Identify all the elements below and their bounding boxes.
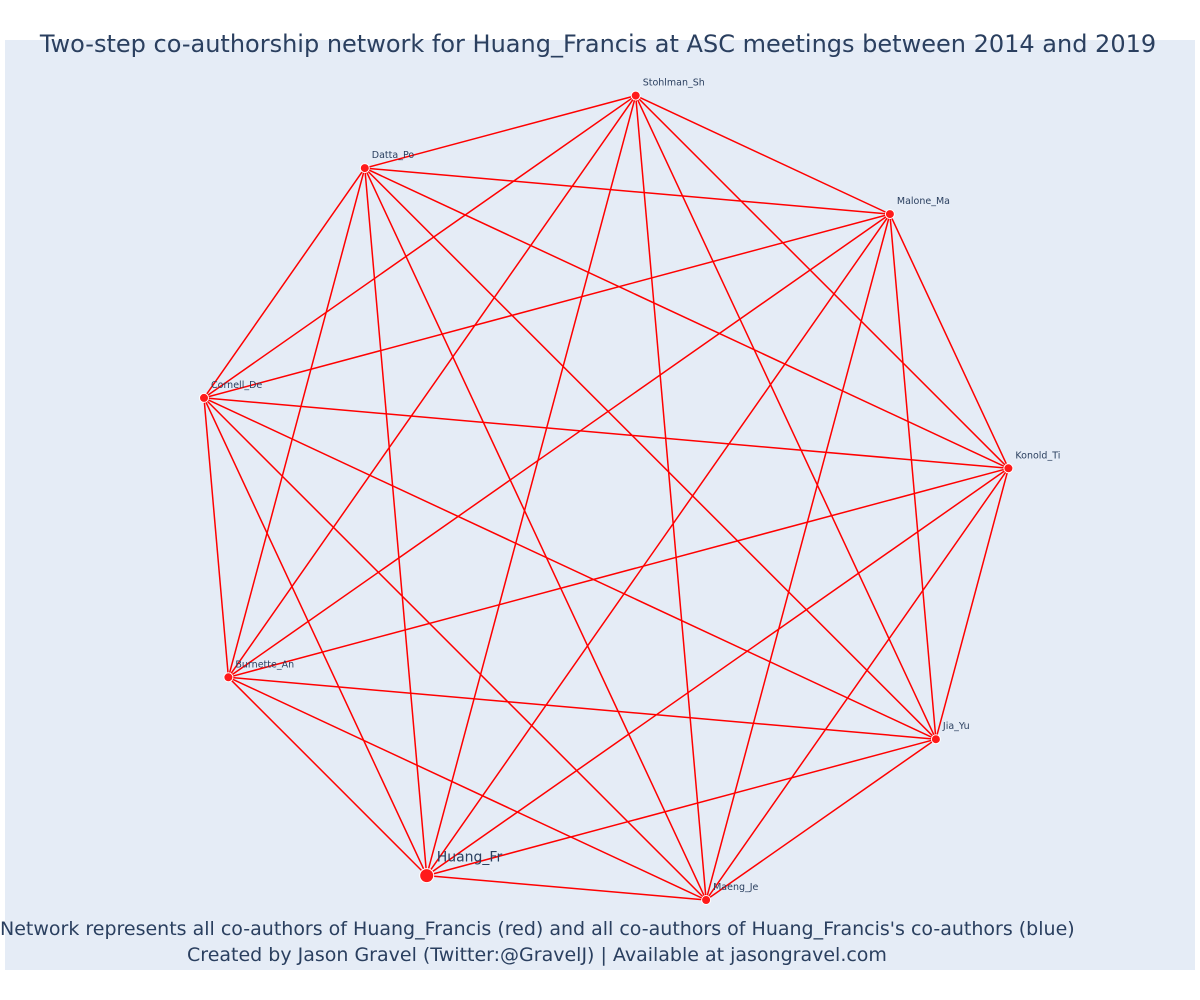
edge-Konold_Ti-Burnette_An	[228, 467, 1009, 679]
node-Huang_Fr[interactable]	[419, 868, 435, 884]
chart-title: Two-step co-authorship network for Huang…	[39, 30, 1157, 58]
edge-Burnette_An-Datta_Po	[227, 167, 366, 678]
caption-line-2: Created by Jason Gravel (Twitter:@Gravel…	[187, 944, 887, 966]
node-Stohlman_Sh[interactable]	[630, 90, 641, 101]
node-label-Huang_Fr: Huang_Fr	[437, 850, 503, 866]
edge-Maeng_Je-Datta_Po	[364, 167, 707, 901]
node-label-Konold_Ti: Konold_Ti	[1015, 450, 1060, 461]
edge-Malone_Ma-Burnette_An	[227, 213, 891, 678]
edge-Malone_Ma-Jia_Yu	[889, 214, 937, 740]
node-Datta_Po[interactable]	[359, 163, 370, 174]
edge-Stohlman_Sh-Burnette_An	[227, 95, 637, 678]
edge-Stohlman_Sh-Malone_Ma	[635, 94, 891, 215]
node-label-Malone_Ma: Malone_Ma	[897, 196, 950, 207]
edge-Jia_Yu-Datta_Po	[364, 167, 937, 740]
node-Cornell_De[interactable]	[199, 392, 209, 403]
node-label-Burnette_An: Burnette_An	[235, 659, 294, 670]
node-Jia_Yu[interactable]	[930, 734, 941, 745]
edge-Konold_Ti-Maeng_Je	[705, 467, 1010, 901]
edge-Maeng_Je-Burnette_An	[228, 676, 707, 901]
node-Malone_Ma[interactable]	[884, 209, 895, 220]
node-label-Cornell_De: Cornell_De	[211, 380, 262, 391]
edge-Stohlman_Sh-Konold_Ti	[635, 95, 1009, 469]
edge-Malone_Ma-Maeng_Je	[705, 213, 891, 901]
labels-layer: Stohlman_ShMalone_MaKonold_TiJia_YuMaeng…	[211, 78, 1060, 893]
nodes-layer	[199, 90, 1014, 905]
edge-Jia_Yu-Maeng_Je	[705, 738, 937, 901]
edge-Huang_Fr-Cornell_De	[203, 397, 428, 876]
edge-Konold_Ti-Huang_Fr	[426, 467, 1009, 877]
edge-Maeng_Je-Huang_Fr	[426, 874, 707, 901]
node-label-Stohlman_Sh: Stohlman_Sh	[643, 78, 705, 89]
edge-Maeng_Je-Cornell_De	[203, 397, 707, 901]
node-label-Datta_Po: Datta_Po	[372, 150, 415, 161]
caption-line-1: Network represents all co-authors of Hua…	[0, 918, 1075, 940]
node-Maeng_Je[interactable]	[701, 895, 712, 905]
edge-Konold_Ti-Datta_Po	[364, 167, 1009, 469]
edge-Burnette_An-Cornell_De	[203, 397, 230, 678]
node-label-Maeng_Je: Maeng_Je	[713, 882, 758, 893]
edge-Stohlman_Sh-Maeng_Je	[634, 95, 707, 901]
node-label-Jia_Yu: Jia_Yu	[942, 721, 970, 732]
node-Konold_Ti[interactable]	[1003, 463, 1014, 474]
edge-Jia_Yu-Burnette_An	[228, 676, 936, 740]
edge-Malone_Ma-Konold_Ti	[889, 213, 1010, 469]
edge-Konold_Ti-Jia_Yu	[935, 468, 1010, 740]
edges-layer	[203, 94, 1010, 901]
edge-Huang_Fr-Datta_Po	[364, 168, 428, 876]
node-Burnette_An[interactable]	[223, 672, 234, 683]
edge-Cornell_De-Datta_Po	[203, 167, 366, 399]
edge-Konold_Ti-Cornell_De	[203, 397, 1009, 470]
plot-background	[5, 40, 1195, 970]
edge-Stohlman_Sh-Huang_Fr	[425, 95, 637, 876]
edge-Jia_Yu-Cornell_De	[203, 397, 937, 740]
edge-Stohlman_Sh-Jia_Yu	[635, 95, 937, 740]
edge-Huang_Fr-Burnette_An	[227, 676, 428, 877]
edge-Malone_Ma-Huang_Fr	[426, 213, 891, 877]
edge-Stohlman_Sh-Datta_Po	[364, 94, 636, 169]
edge-Malone_Ma-Cornell_De	[203, 213, 891, 399]
edge-Stohlman_Sh-Cornell_De	[203, 94, 637, 399]
edge-Jia_Yu-Huang_Fr	[426, 738, 937, 877]
edge-Malone_Ma-Datta_Po	[364, 167, 890, 215]
